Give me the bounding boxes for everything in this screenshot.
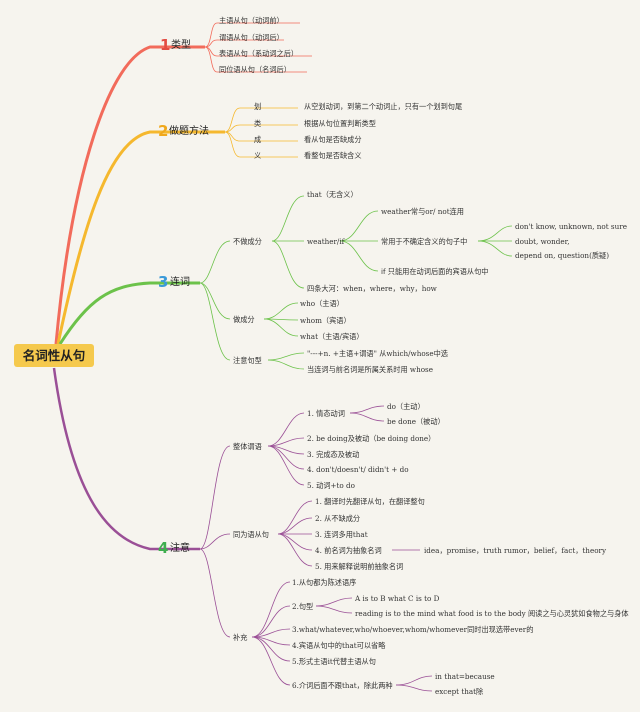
b4-g1-modal: 1. 情态动词 <box>307 409 345 418</box>
b3-g2-item-1: who（主语） <box>300 299 344 308</box>
b3-g3-item-2: 当连词与前名词是所属关系时用 whose <box>307 365 433 374</box>
branch-4-connector <box>52 367 200 551</box>
b2-val-2: 根据从句位置判断类型 <box>304 119 376 128</box>
b3-g2-label[interactable]: 做成分 <box>233 315 255 324</box>
branch-1-number: 1 <box>160 36 171 54</box>
branch-3-connector <box>58 281 200 345</box>
b3-g2-item-3: what（主语/宾语） <box>300 332 364 341</box>
branch-2-label[interactable]: 做题方法 <box>169 126 209 137</box>
b2-val-1: 从空划动词，到第二个动词止，只有一个划到句尾 <box>304 102 463 111</box>
b4-g3-item-6-c1: in that=because <box>435 672 495 681</box>
branch-2-number: 2 <box>158 122 169 140</box>
b4-g3-item-5: 5.形式主语it代替主语从句 <box>292 657 376 666</box>
b2-key-2: 类 <box>254 119 262 128</box>
b4-g3-label[interactable]: 补充 <box>233 633 248 642</box>
b3-g3-label[interactable]: 注意句型 <box>233 356 262 365</box>
b3-w2-c3: depend on, question(质疑) <box>515 251 610 260</box>
b4-g2-item-4: 4. 前名词为抽象名词 <box>315 546 382 555</box>
branch-3-number: 3 <box>158 273 169 291</box>
b3-weather-if: weather/if <box>307 237 345 246</box>
b3-that: that（无含义） <box>307 190 358 199</box>
b4-g3-item-2: 2.句型 <box>292 602 314 611</box>
b4-g3-item-4: 4.宾语从句中的that可以省略 <box>292 641 386 650</box>
branch-2-connector <box>56 130 225 345</box>
branch-4-number: 4 <box>158 539 169 557</box>
b2-key-1: 划 <box>254 102 262 111</box>
b3-w2-c1: don't know, unknown, not sure <box>515 222 627 231</box>
b4-g1-label[interactable]: 整体谓语 <box>233 442 262 451</box>
branch-3-label[interactable]: 连词 <box>170 277 190 288</box>
b3-w3: if 只能用在动词后面的宾语从句中 <box>381 267 489 276</box>
b2-key-3: 成 <box>254 135 262 144</box>
b4-g2-item-3: 3. 连词多用that <box>315 530 368 539</box>
b4-g1-modal-c2: be done（被动） <box>387 417 445 426</box>
b3-g2-item-2: whom（宾语） <box>300 316 351 325</box>
b4-g1-item-3: 3. 完成态及被动 <box>307 450 360 459</box>
b4-g3-item-2-c1: A is to B what C is to D <box>355 594 440 603</box>
b4-g2-item-5: 5. 用来解释说明前抽象名词 <box>315 562 404 571</box>
b2-val-4: 看整句是否缺含义 <box>304 151 362 160</box>
b3-g1-label[interactable]: 不做成分 <box>233 237 262 246</box>
b1-item-1: 主语从句（动词前） <box>219 16 284 25</box>
b4-g2-example: idea，promise，truth rumor，belief，fact，the… <box>424 546 607 555</box>
b4-g1-modal-c1: do（主动） <box>387 402 425 411</box>
b4-g3-item-1: 1.从句都为陈述语序 <box>292 578 357 587</box>
b2-val-3: 看从句是否缺成分 <box>304 135 362 144</box>
b1-item-2: 谓语从句（动词后） <box>219 33 284 42</box>
b3-w2-c2: doubt, wonder, <box>515 237 570 246</box>
b4-g1-item-4: 4. don't/doesn't/ didn't + do <box>307 465 409 474</box>
b3-w1: weather常与or/ not连用 <box>381 207 464 216</box>
b4-g3-item-6-c2: except that除 <box>435 687 484 696</box>
b4-g3-item-6: 6.介词后面不跟that，除此两种 <box>292 681 393 690</box>
b4-g1-item-2: 2. be doing及被动（be doing done） <box>307 434 436 443</box>
b1-item-4: 同位语从句（名词后） <box>219 65 291 74</box>
b4-g3-item-2-c2: reading is to the mind what food is to t… <box>355 609 629 618</box>
branch-1-label[interactable]: 类型 <box>171 40 191 51</box>
b1-item-3: 表语从句（系动词之后） <box>219 49 299 58</box>
root-node[interactable]: 名词性从句 <box>14 344 94 367</box>
b2-key-4: 义 <box>254 151 262 160</box>
b4-g2-item-1: 1. 翻译时先翻译从句，在翻译整句 <box>315 497 425 506</box>
b4-g2-item-2: 2. 从不缺成分 <box>315 514 361 523</box>
branch-1-connector <box>54 45 205 345</box>
branch-4-label[interactable]: 注意 <box>170 543 190 554</box>
b4-g1-item-5: 5. 动词+to do <box>307 481 355 490</box>
b3-four-rivers: 四条大河：when，where，why，how <box>307 284 437 293</box>
b3-g3-item-1: "---+n. +主语+谓语" 从which/whose中选 <box>307 349 448 358</box>
b3-w2: 常用于不确定含义的句子中 <box>381 237 468 246</box>
b4-g2-label[interactable]: 同为语从句 <box>233 530 269 539</box>
b4-g3-item-3: 3.what/whatever,who/whoever,whom/whomeve… <box>292 625 534 634</box>
